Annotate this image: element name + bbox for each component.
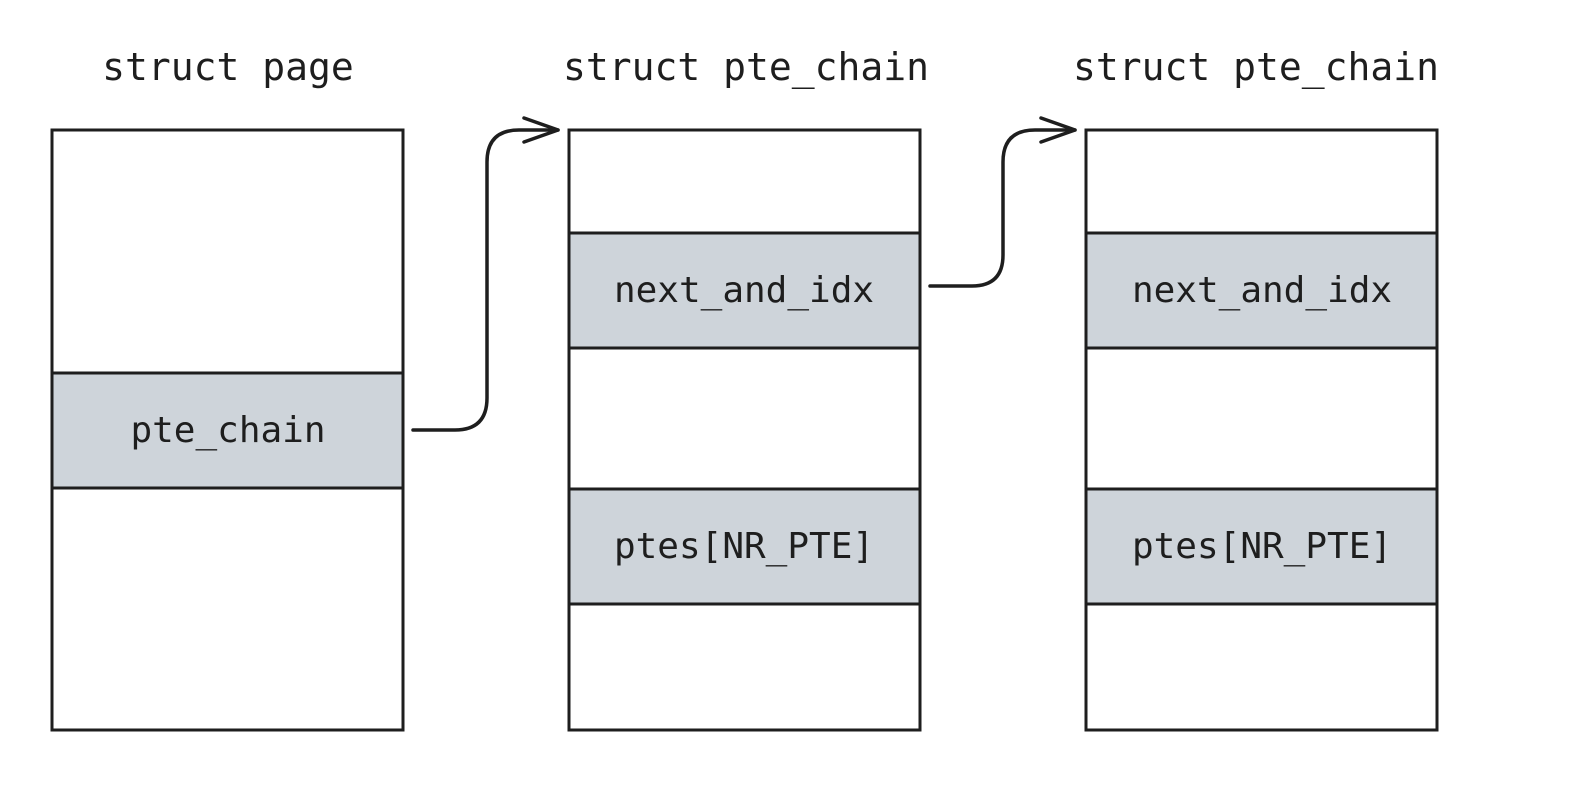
field-ptes-2 xyxy=(1084,487,1439,606)
field-next-and-idx-2 xyxy=(1084,231,1439,350)
field-ptes-1 xyxy=(567,487,922,606)
struct-page-title: struct page xyxy=(102,45,354,89)
field-next-and-idx-2-label: next_and_idx xyxy=(1132,270,1392,311)
struct-pte-chain-1-title: struct pte_chain xyxy=(563,45,929,90)
struct-pte-chain-1: struct pte_chain next_and_idx ptes[NR_PT… xyxy=(563,45,929,732)
arrow-page-to-pte-chain xyxy=(411,116,560,432)
field-pte-chain xyxy=(50,371,405,490)
field-next-and-idx-1-label: next_and_idx xyxy=(614,270,874,311)
struct-page: struct page pte_chain xyxy=(50,45,405,732)
field-ptes-2-label: ptes[NR_PTE] xyxy=(1132,526,1392,567)
field-ptes-1-label: ptes[NR_PTE] xyxy=(614,526,874,567)
struct-pte-chain-1-box xyxy=(567,128,922,732)
struct-pte-chain-2: struct pte_chain next_and_idx ptes[NR_PT… xyxy=(1073,45,1439,732)
struct-pte-chain-2-box xyxy=(1084,128,1439,732)
struct-pte-chain-2-title: struct pte_chain xyxy=(1073,45,1439,90)
field-next-and-idx-1 xyxy=(567,231,922,350)
field-pte-chain-label: pte_chain xyxy=(130,410,325,451)
arrow-next-to-pte-chain xyxy=(928,116,1077,288)
